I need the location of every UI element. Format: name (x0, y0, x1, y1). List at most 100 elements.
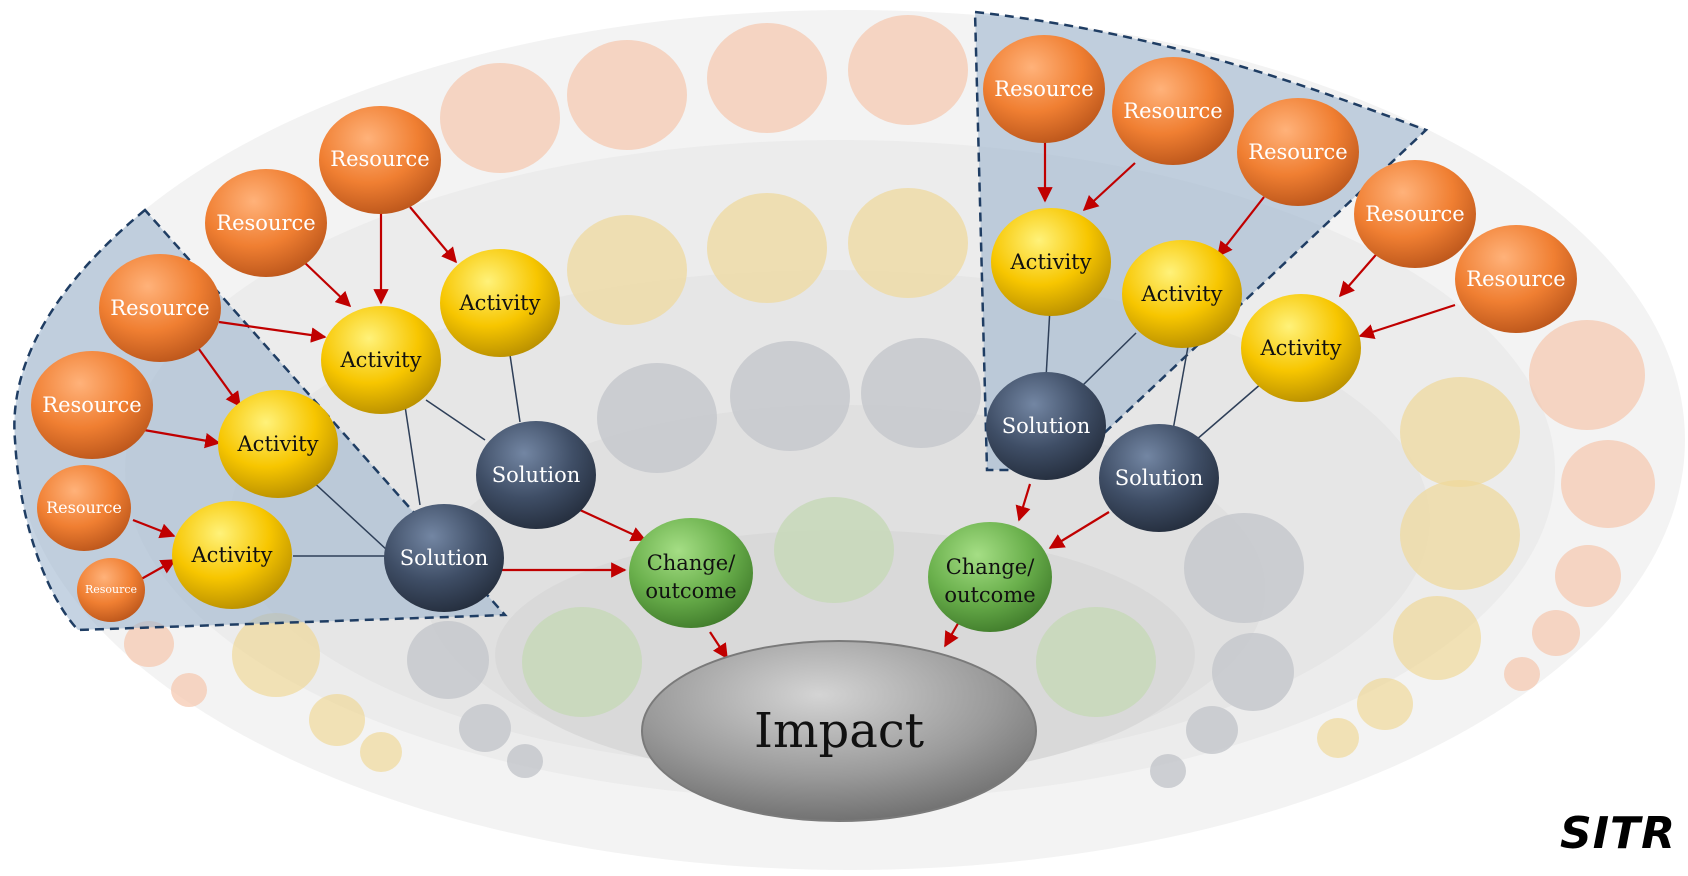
resource-label: Resource (216, 211, 315, 235)
resource-node[interactable]: Resource (77, 558, 145, 622)
faded-activity (1393, 596, 1481, 680)
faded-resource (848, 15, 968, 125)
arrow (303, 261, 352, 308)
resource-node[interactable]: Resource (319, 106, 441, 214)
faded-change (774, 497, 894, 603)
resource-label: Resource (1365, 202, 1464, 226)
connector-line (1195, 382, 1263, 441)
arrow (1015, 483, 1032, 522)
connector-line (404, 405, 421, 506)
connector-line (1045, 307, 1051, 379)
activity-node[interactable]: Activity (1122, 240, 1242, 348)
solution-nodes: Solution Solution Solution Solution (384, 372, 1219, 612)
change-label-line1: Change/ (647, 551, 737, 575)
impact-node[interactable]: Impact (641, 640, 1037, 822)
faded-change (522, 607, 642, 717)
faded-resource (1504, 657, 1540, 691)
activity-node[interactable]: Activity (991, 208, 1111, 316)
faded-activity (232, 613, 320, 697)
solution-node[interactable]: Solution (986, 372, 1106, 480)
solution-node[interactable]: Solution (1099, 424, 1219, 532)
activity-node[interactable]: Activity (218, 390, 338, 498)
faded-activity (567, 215, 687, 325)
resource-nodes: Resource Resource Resource Resource Reso… (31, 35, 1577, 622)
arrow (1358, 303, 1456, 340)
resource-label: Resource (994, 77, 1093, 101)
impact-label: Impact (754, 703, 924, 759)
resource-node[interactable]: Resource (37, 465, 131, 551)
faded-resource (1532, 610, 1580, 656)
connector-lines (271, 307, 1263, 557)
faded-activity (360, 732, 402, 772)
arrow (1338, 248, 1382, 298)
activity-label: Activity (459, 291, 541, 315)
faded-change (1036, 607, 1156, 717)
arrow (1048, 511, 1110, 549)
faded-solution (507, 744, 543, 778)
faded-solution (861, 338, 981, 448)
faded-activity (1317, 718, 1359, 758)
arrow (195, 344, 241, 408)
faded-solution (1184, 513, 1304, 623)
resource-label: Resource (1248, 140, 1347, 164)
change-nodes: Change/ outcome Change/ outcome (629, 518, 1052, 632)
resource-node[interactable]: Resource (1237, 98, 1359, 206)
faded-resource (171, 673, 207, 707)
resource-node[interactable]: Resource (205, 169, 327, 277)
resource-label: Resource (46, 498, 122, 517)
resource-node[interactable]: Resource (1112, 57, 1234, 165)
activity-label: Activity (340, 348, 422, 372)
change-label-line2: outcome (645, 579, 736, 603)
faded-solution (1186, 706, 1238, 754)
arrow (944, 619, 961, 648)
faded-activity (1400, 480, 1520, 590)
faded-resource (1555, 545, 1621, 607)
faded-solution (597, 363, 717, 473)
activity-node[interactable]: Activity (440, 249, 560, 357)
activity-node[interactable]: Activity (172, 501, 292, 609)
activity-label: Activity (191, 543, 273, 567)
faded-activity (309, 694, 365, 746)
activity-node[interactable]: Activity (321, 306, 441, 414)
solution-label: Solution (1002, 414, 1091, 438)
solution-node[interactable]: Solution (384, 504, 504, 612)
change-label-line2: outcome (944, 583, 1035, 607)
resource-label: Resource (85, 583, 137, 596)
connector-line (1081, 332, 1137, 387)
arrow (1217, 196, 1265, 258)
resource-label: Resource (1466, 267, 1565, 291)
solution-label: Solution (1115, 466, 1204, 490)
resource-node[interactable]: Resource (1354, 160, 1476, 268)
faded-resource (567, 40, 687, 150)
activity-node[interactable]: Activity (1241, 294, 1361, 402)
connector-line (509, 354, 521, 423)
faded-resource (1561, 440, 1655, 528)
faded-activity (848, 188, 968, 298)
resource-node[interactable]: Resource (983, 35, 1105, 143)
solution-node[interactable]: Solution (476, 421, 596, 529)
change-outcome-node[interactable]: Change/ outcome (629, 518, 753, 628)
solution-label: Solution (400, 546, 489, 570)
resource-node[interactable]: Resource (31, 351, 153, 459)
faded-placeholders (124, 15, 1655, 788)
faded-resource (440, 63, 560, 173)
resource-label: Resource (110, 296, 209, 320)
faded-activity (707, 193, 827, 303)
solution-label: Solution (492, 463, 581, 487)
resource-label: Resource (330, 147, 429, 171)
resource-node[interactable]: Resource (1455, 225, 1577, 333)
arrow (709, 631, 728, 660)
arrows (126, 140, 1456, 660)
faded-activity (1400, 377, 1520, 487)
arrow (143, 428, 221, 449)
arrow (409, 206, 457, 264)
activity-label: Activity (1010, 250, 1092, 274)
resource-label: Resource (1123, 99, 1222, 123)
faded-activity (1357, 678, 1413, 730)
connector-line (1172, 340, 1190, 431)
change-outcome-node[interactable]: Change/ outcome (928, 522, 1052, 632)
activity-nodes: Activity Activity Activity Activity Acti… (172, 208, 1361, 609)
faded-solution (1212, 633, 1294, 711)
resource-node[interactable]: Resource (99, 254, 221, 362)
